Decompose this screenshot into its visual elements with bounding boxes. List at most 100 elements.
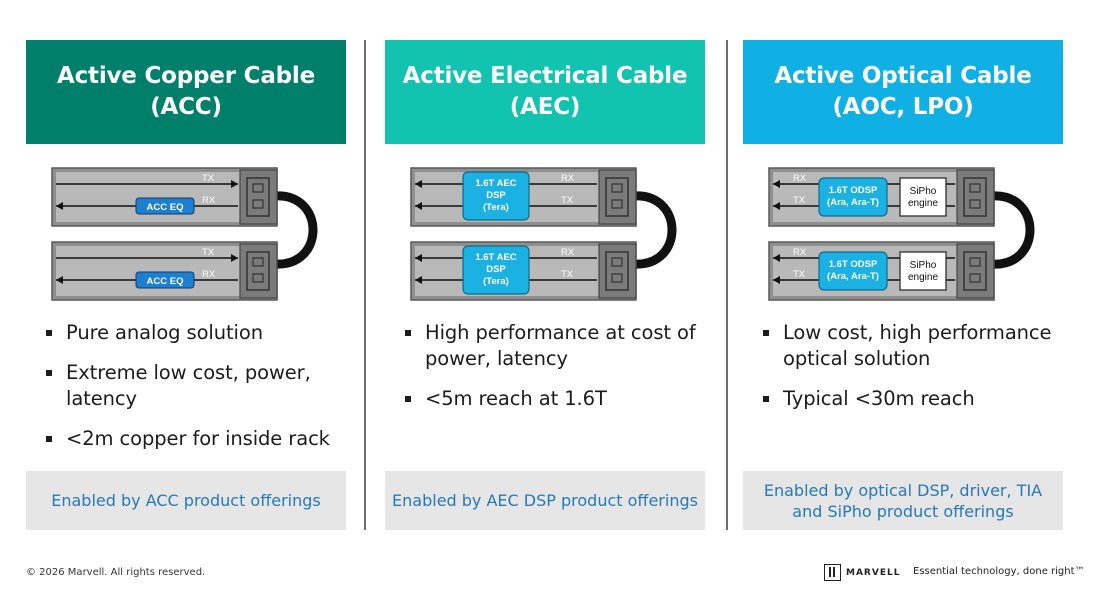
sipho-engine-box <box>899 251 947 291</box>
enabled-by-text-aec: Enabled by AEC DSP product offerings <box>392 491 698 510</box>
bullet-list-aec: High performance at cost of power, laten… <box>403 320 703 426</box>
sipho-engine-label: engine <box>908 198 938 209</box>
bullet-item: Low cost, high performance optical solut… <box>761 320 1061 372</box>
marvell-logo: MARVELL <box>824 564 900 581</box>
odsp-chip <box>818 251 888 291</box>
connector-head <box>956 243 995 299</box>
bullet-item: <5m reach at 1.6T <box>403 386 703 412</box>
signal-arrowhead <box>56 202 63 210</box>
aec-dsp-chip-label: DSP <box>486 264 506 275</box>
enabled-by-text-aoc: Enabled by optical DSP, driver, TIA and … <box>763 480 1043 521</box>
cable-loop <box>269 191 318 269</box>
bullet-list-acc: Pure analog solution Extreme low cost, p… <box>44 320 344 466</box>
column-aoc: Active Optical Cable (AOC, LPO) RX TX 1.6T… <box>743 40 1063 530</box>
sipho-engine-label: SiPho <box>910 186 937 197</box>
header-aec: Active Electrical Cable (AEC) <box>385 40 705 144</box>
acc-eq-chip <box>135 271 195 289</box>
bullet-list-aoc: Low cost, high performance optical solut… <box>761 320 1061 426</box>
header-aoc: Active Optical Cable (AOC, LPO) <box>743 40 1063 144</box>
column-divider <box>726 40 728 530</box>
odsp-chip-label: 1.6T ODSP <box>829 185 878 196</box>
enabled-by-box-aec: Enabled by AEC DSP product offerings <box>385 471 705 530</box>
signal-arrowhead <box>773 202 780 210</box>
tagline: Essential technology, done right™ <box>913 566 1085 577</box>
acc-eq-chip-label: ACC EQ <box>147 276 184 287</box>
line-label: RX <box>561 173 575 184</box>
bullet-item: Extreme low cost, power, latency <box>44 360 344 412</box>
signal-arrowhead <box>415 180 422 188</box>
aec-dsp-chip <box>462 171 530 221</box>
connector-latch <box>611 257 623 283</box>
enabled-by-box-aoc: Enabled by optical DSP, driver, TIA and … <box>743 471 1063 530</box>
connector-port <box>605 251 629 291</box>
line-label: TX <box>793 269 806 280</box>
aec-dsp-chip-label: 1.6T AEC <box>475 178 516 189</box>
cable-loop <box>628 191 677 269</box>
aec-dsp-chip-label: 1.6T AEC <box>475 252 516 263</box>
signal-arrowhead <box>415 276 422 284</box>
line-label: TX <box>793 195 806 206</box>
line-label: TX <box>561 195 574 206</box>
odsp-chip-label: 1.6T ODSP <box>829 259 878 270</box>
sipho-engine-label: SiPho <box>910 260 937 271</box>
aec-dsp-chip <box>462 245 530 295</box>
connector-head <box>956 169 995 225</box>
odsp-chip-label: (Ara, Ara-T) <box>827 197 879 208</box>
connector-port <box>963 251 987 291</box>
sipho-engine-label: engine <box>908 272 938 283</box>
signal-arrowhead <box>415 254 422 262</box>
title-aec: Active Electrical Cable (AEC) <box>402 63 688 120</box>
marvell-logo-icon <box>824 564 841 581</box>
signal-arrowhead <box>773 180 780 188</box>
bullet-item: Pure analog solution <box>44 320 344 346</box>
enabled-by-text-acc: Enabled by ACC product offerings <box>51 491 321 510</box>
odsp-chip-label: (Ara, Ara-T) <box>827 271 879 282</box>
bullet-item: <2m copper for inside rack <box>44 426 344 452</box>
acc-eq-chip-label: ACC EQ <box>147 202 184 213</box>
aec-dsp-chip-label: (Tera) <box>483 202 509 213</box>
signal-arrowhead <box>773 276 780 284</box>
connector-latch <box>969 183 981 209</box>
column-aec: Active Electrical Cable (AEC) RX TX 1.6T A… <box>385 40 705 530</box>
connector-head <box>239 243 278 299</box>
acc-eq-chip <box>135 197 195 215</box>
line-label: TX <box>561 269 574 280</box>
line-label: RX <box>561 247 575 258</box>
connector-port <box>605 177 629 217</box>
connector-head <box>239 169 278 225</box>
column-divider <box>364 40 366 530</box>
title-acc: Active Copper Cable (ACC) <box>56 63 316 120</box>
connector-latch <box>252 257 264 283</box>
signal-arrowhead <box>773 254 780 262</box>
connector-port <box>246 177 270 217</box>
cable-loop <box>986 191 1035 269</box>
connector-latch <box>969 257 981 283</box>
bullet-item: High performance at cost of power, laten… <box>403 320 703 372</box>
aec-dsp-chip-label: DSP <box>486 190 506 201</box>
enabled-by-box-acc: Enabled by ACC product offerings <box>26 471 346 530</box>
header-acc: Active Copper Cable (ACC) <box>26 40 346 144</box>
connector-latch <box>611 183 623 209</box>
connector-port <box>963 177 987 217</box>
sipho-engine-box <box>899 177 947 217</box>
brand-name: MARVELL <box>846 567 901 578</box>
signal-arrowhead <box>415 202 422 210</box>
connector-port <box>246 251 270 291</box>
copyright-text: © 2026 Marvell. All rights reserved. <box>26 567 206 578</box>
connector-head <box>598 169 637 225</box>
signal-arrowhead <box>231 180 238 188</box>
signal-arrowhead <box>56 276 63 284</box>
line-label: RX <box>793 247 807 258</box>
odsp-chip <box>818 177 888 217</box>
line-label: RX <box>202 269 216 280</box>
